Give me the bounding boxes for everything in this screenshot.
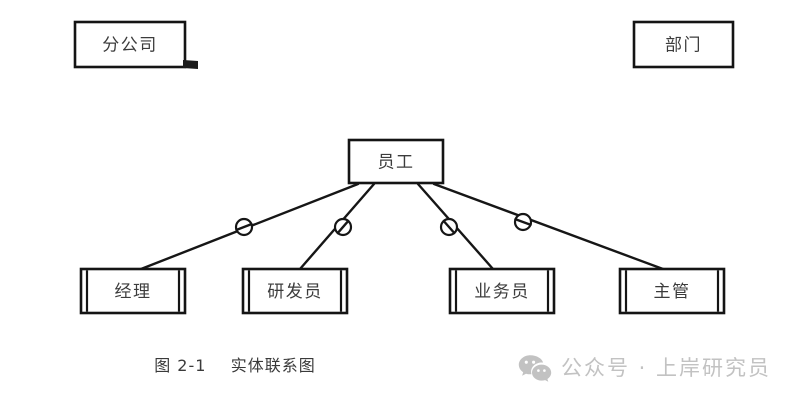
- specialization-circle-chord-salesman: [442, 219, 456, 235]
- connector-employee-to-superviso: [432, 182, 665, 271]
- entity-box-manager: 经理: [79, 267, 187, 315]
- entity-label-branch: 分公司: [102, 36, 158, 56]
- entity-box-salesman: 业务员: [448, 267, 556, 315]
- connector-lines-group: [139, 182, 665, 271]
- scan-smudge-artifact: [183, 60, 198, 69]
- entity-box-developer: 研发员: [241, 267, 349, 315]
- specialization-circles-group: [234, 212, 533, 237]
- entity-box-branch: 分公司: [73, 20, 187, 69]
- entity-label-employee: 员工: [378, 153, 415, 173]
- specialization-circle-chord-superviso: [514, 218, 532, 226]
- specialization-circle-chord-developer: [336, 219, 350, 235]
- entity-box-employee: 员工: [347, 138, 445, 185]
- entity-label-salesman: 业务员: [474, 282, 530, 302]
- scan-artifacts-group: [183, 60, 198, 69]
- entity-box-outline: [347, 138, 445, 185]
- entity-box-outline: [448, 267, 556, 315]
- entity-box-outline: [79, 267, 187, 315]
- specialization-circle-chord-manager: [235, 222, 253, 232]
- entity-box-outline: [241, 267, 349, 315]
- watermark-text: 公众号 · 上岸研究员: [561, 355, 772, 380]
- entity-label-manager: 经理: [115, 282, 152, 302]
- watermark: 公众号 · 上岸研究员: [518, 354, 771, 382]
- entity-label-superviso: 主管: [654, 282, 691, 302]
- entity-box-department: 部门: [632, 20, 735, 69]
- entity-label-department: 部门: [665, 36, 702, 56]
- entity-box-outline: [73, 20, 187, 69]
- entity-box-outline: [618, 267, 726, 315]
- entity-box-superviso: 主管: [618, 267, 726, 315]
- figure-caption: 图 2-1 实体联系图: [154, 356, 316, 375]
- entity-box-outline: [632, 20, 735, 69]
- entity-label-developer: 研发员: [267, 282, 323, 302]
- wechat-logo-icon: [518, 355, 552, 382]
